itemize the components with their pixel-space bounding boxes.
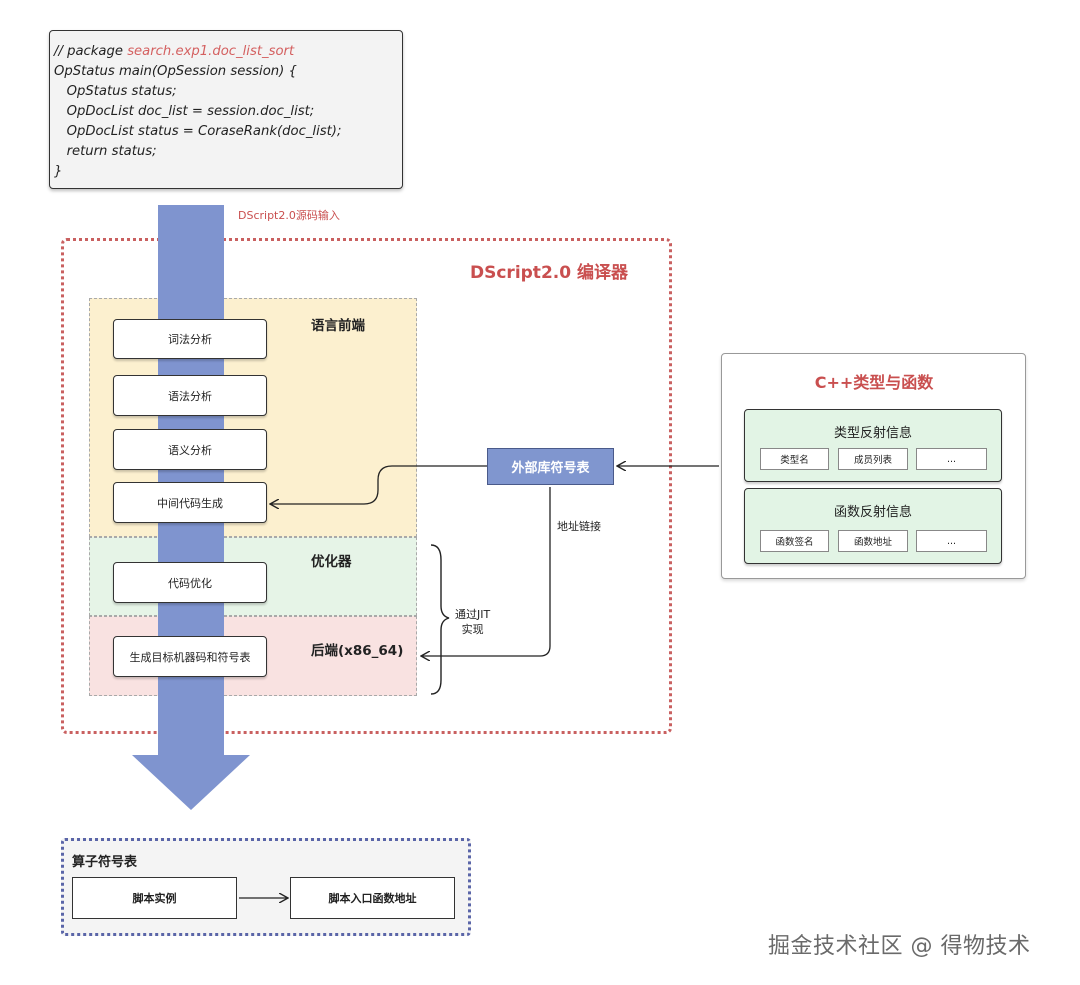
code-line: // package search.exp1.doc_list_sort	[54, 44, 295, 59]
stage-syntax-analysis: 语法分析	[113, 375, 267, 416]
code-line: OpDocList status = CoraseRank(doc_list);	[54, 124, 342, 139]
frontend-title: 语言前端	[311, 318, 365, 334]
backend-title: 后端(x86_64)	[311, 643, 404, 659]
code-line: OpStatus status;	[54, 84, 177, 99]
address-link-label: 地址链接	[557, 520, 601, 533]
watermark: 掘金技术社区 @ 得物技术	[768, 934, 1031, 959]
compiler-title: DScript2.0 编译器	[470, 263, 628, 283]
function-more-item: ...	[916, 530, 987, 552]
cpp-panel-title: C++类型与函数	[814, 373, 934, 392]
jit-brace	[430, 544, 450, 695]
script-instance-box: 脚本实例	[72, 877, 237, 919]
function-address-item: 函数地址	[838, 530, 908, 552]
type-name-item: 类型名	[760, 448, 829, 470]
package-name: search.exp1.doc_list_sort	[127, 44, 295, 59]
external-symbol-table: 外部库符号表	[487, 448, 614, 485]
stage-lexical-analysis: 词法分析	[113, 319, 267, 359]
type-reflection-title: 类型反射信息	[833, 426, 912, 441]
code-line: return status;	[54, 144, 157, 159]
script-entry-address-box: 脚本入口函数地址	[290, 877, 455, 919]
stage-semantic-analysis: 语义分析	[113, 429, 267, 470]
source-input-label: DScript2.0源码输入	[238, 209, 340, 222]
stage-ir-generation: 中间代码生成	[113, 482, 267, 523]
member-list-item: 成员列表	[838, 448, 908, 470]
function-signature-item: 函数签名	[760, 530, 829, 552]
stage-code-optimization: 代码优化	[113, 562, 267, 603]
optimizer-title: 优化器	[311, 554, 352, 570]
function-reflection-title: 函数反射信息	[833, 505, 912, 520]
source-code-box: // package search.exp1.doc_list_sort OpS…	[49, 30, 403, 189]
code-line: }	[54, 164, 63, 179]
code-line: OpDocList doc_list = session.doc_list;	[54, 104, 315, 119]
jit-note: 通过JIT 实现	[455, 608, 491, 636]
code-line: OpStatus main(OpSession session) {	[54, 64, 297, 79]
operator-symbol-table-title: 算子符号表	[72, 855, 138, 870]
stage-codegen-symbols: 生成目标机器码和符号表	[113, 636, 267, 677]
compiler-frame	[61, 238, 672, 734]
address-link-arrow	[422, 487, 551, 656]
type-more-item: ...	[916, 448, 987, 470]
symtable-to-ir-arrow	[271, 465, 487, 504]
